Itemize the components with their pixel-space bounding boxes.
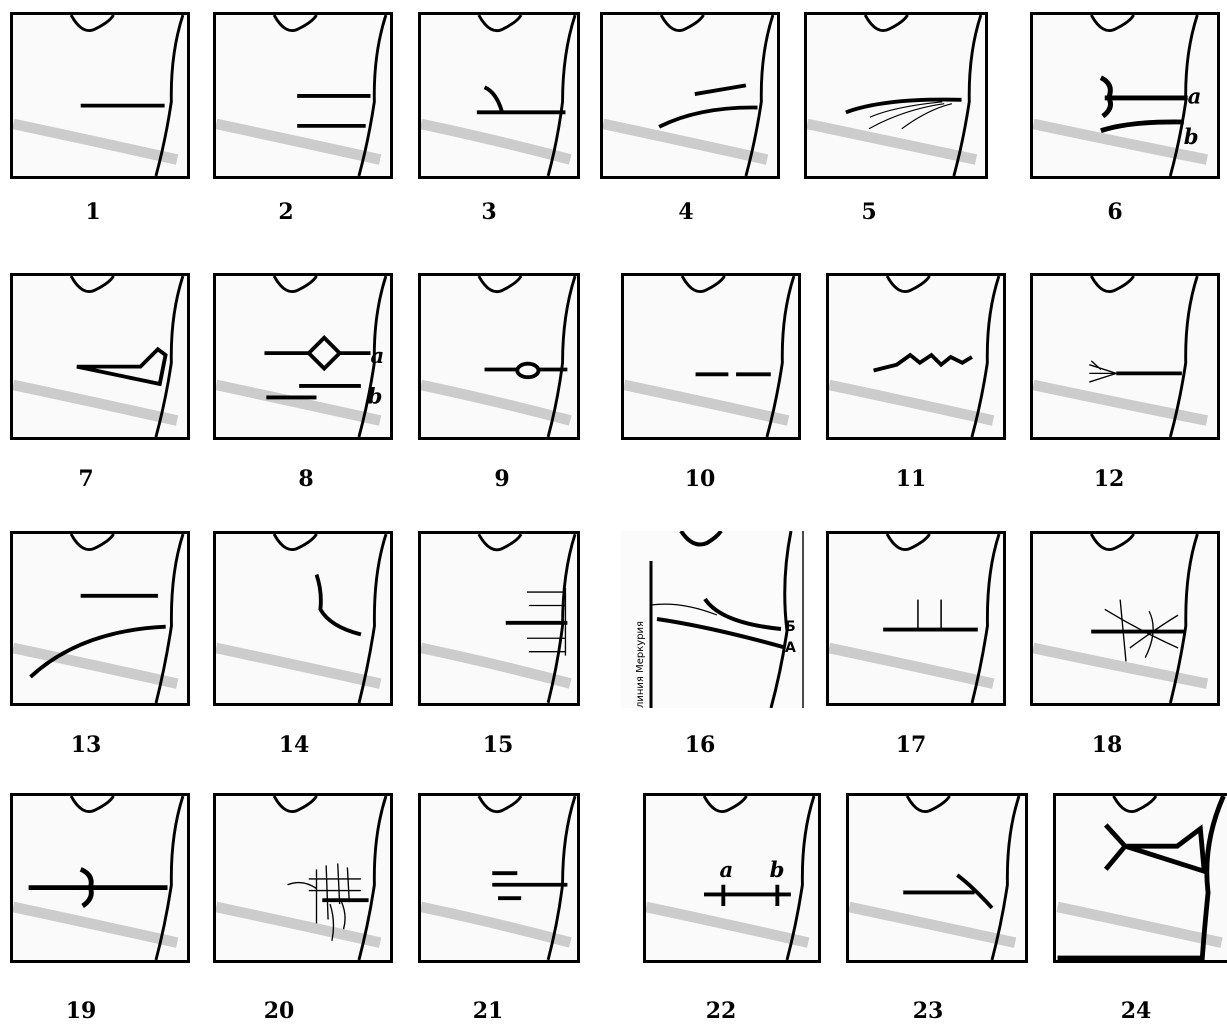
palm-outline-icon: [13, 15, 187, 176]
palm-outline-icon: a b: [216, 276, 390, 437]
palm-outline-icon: [849, 796, 1025, 960]
panel-2: [213, 12, 393, 179]
panel-4: [600, 12, 780, 179]
panel-number-13: 13: [71, 732, 102, 758]
panel-24: [1053, 793, 1227, 963]
panel-number-1: 1: [85, 199, 100, 225]
panel-20: [213, 793, 393, 963]
palm-outline-icon: a b: [646, 796, 818, 960]
triangle-mark: [77, 349, 166, 384]
panel-number-15: 15: [483, 732, 514, 758]
panel-number-22: 22: [706, 998, 737, 1024]
panel-23: [846, 793, 1028, 963]
palm-outline-icon: [421, 276, 577, 437]
panel-number-17: 17: [896, 732, 927, 758]
hook-curve-mark: [317, 575, 361, 635]
panel-8: a b: [213, 273, 393, 440]
double-line-mark: [297, 96, 370, 126]
palm-outline-icon: [13, 534, 187, 703]
palm-outline-icon: [421, 15, 577, 176]
panel-number-9: 9: [494, 466, 509, 492]
fork-triangle-mark: [1106, 825, 1204, 871]
label-b-cyrillic: Б: [785, 619, 796, 635]
panel-number-21: 21: [473, 998, 504, 1024]
triple-start-mark: [492, 873, 567, 898]
line-a-b-mark: [657, 599, 783, 647]
palm-outline-icon: [807, 15, 985, 176]
diamond-mark: [264, 338, 370, 398]
panel-number-2: 2: [278, 199, 293, 225]
panel-10: [621, 273, 801, 440]
palm-outline-icon: [1056, 796, 1227, 960]
panel-15: [418, 531, 580, 706]
panel-number-7: 7: [78, 466, 93, 492]
panel-number-14: 14: [279, 732, 310, 758]
panel-number-5: 5: [861, 199, 876, 225]
mercury-line-label: линия Меркурия: [635, 621, 646, 708]
palm-outline-icon: [216, 796, 390, 960]
label-a-cyrillic: А: [785, 640, 796, 656]
panel-number-8: 8: [298, 466, 313, 492]
island-mark: [517, 364, 538, 377]
palm-outline-icon: [421, 534, 577, 703]
panel-18: [1030, 531, 1220, 706]
panel-number-6: 6: [1107, 199, 1122, 225]
panel-number-23: 23: [913, 998, 944, 1024]
panel-7: [10, 273, 190, 440]
wavy-line-mark: [874, 355, 972, 370]
panel-number-19: 19: [66, 998, 97, 1024]
palm-outline-icon: [829, 534, 1003, 703]
tassel-mark: [1089, 361, 1116, 382]
panel-number-11: 11: [896, 466, 927, 492]
panel-number-4: 4: [678, 199, 693, 225]
crossbars-mark: [704, 885, 791, 906]
label-b: b: [770, 858, 785, 883]
palm-outline-icon: [13, 276, 187, 437]
palm-outline-icon: [216, 534, 390, 703]
palm-outline-icon: [13, 796, 187, 960]
panel-17: [826, 531, 1006, 706]
panel-11: [826, 273, 1006, 440]
panel-number-16: 16: [685, 732, 716, 758]
branched-line-mark: [477, 87, 566, 112]
panel-5: [804, 12, 988, 179]
panel-1: [10, 12, 190, 179]
label-a: a: [719, 858, 733, 883]
panel-number-24: 24: [1121, 998, 1152, 1024]
label-a: a: [1188, 84, 1202, 109]
panel-6: a b: [1030, 12, 1220, 179]
fine-lines-mark: [869, 102, 952, 129]
panel-3: [418, 12, 580, 179]
label-a: a: [370, 343, 384, 368]
panel-16: линия Меркурия Б А: [621, 531, 805, 708]
palm-outline-icon: линия Меркурия Б А: [621, 531, 805, 708]
palm-outline-icon: [624, 276, 798, 437]
panel-number-3: 3: [481, 199, 496, 225]
two-curves-mark: [659, 85, 757, 126]
palm-outline-icon: [1033, 534, 1217, 703]
fork-mark: [29, 869, 168, 906]
label-b: b: [1184, 124, 1199, 149]
panel-21: [418, 793, 580, 963]
panel-number-18: 18: [1092, 732, 1123, 758]
panel-9: [418, 273, 580, 440]
palm-outline-icon: a b: [1033, 15, 1217, 176]
angled-line-mark: [903, 875, 992, 908]
panel-19: [10, 793, 190, 963]
panel-13: [10, 531, 190, 706]
panel-number-12: 12: [1094, 466, 1125, 492]
palm-outline-icon: [829, 276, 1003, 437]
panel-22: a b: [643, 793, 821, 963]
palm-outline-icon: [603, 15, 777, 176]
panel-number-20: 20: [264, 998, 295, 1024]
panel-14: [213, 531, 393, 706]
palm-outline-icon: [421, 796, 577, 960]
palm-outline-icon: [1033, 276, 1217, 437]
palm-outline-icon: [216, 15, 390, 176]
panel-number-10: 10: [685, 466, 716, 492]
lines-a-b-mark: [1101, 78, 1188, 131]
label-b: b: [368, 383, 383, 408]
panel-12: [1030, 273, 1220, 440]
rising-lines-mark: [918, 600, 941, 630]
